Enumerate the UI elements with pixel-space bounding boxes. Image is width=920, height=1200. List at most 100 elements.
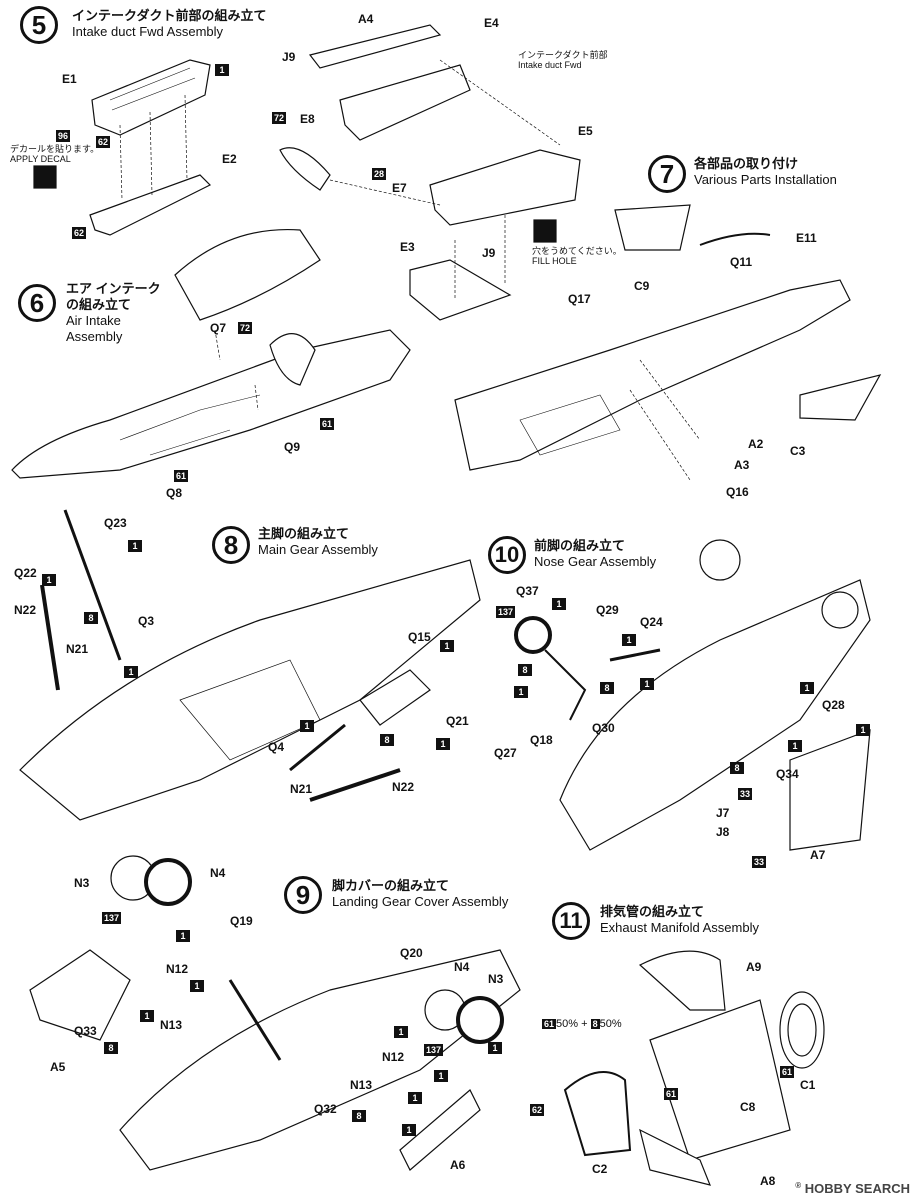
- part-label: E8: [300, 112, 315, 126]
- part-label: Q20: [400, 946, 423, 960]
- paint-code: 33: [738, 788, 753, 800]
- step-number: 6: [18, 284, 56, 322]
- paint-code: 1: [788, 740, 802, 752]
- part-label: A7: [810, 848, 826, 862]
- part-label: A4: [358, 12, 374, 26]
- part-label: A5: [50, 1060, 66, 1074]
- paint-code: 72: [238, 322, 253, 334]
- paint-code: 33: [752, 856, 767, 868]
- part-label: Q7: [210, 321, 227, 335]
- part-label: Q4: [268, 740, 285, 754]
- paint-code: 8: [380, 734, 394, 746]
- step-number: 9: [284, 876, 322, 914]
- step-number: 8: [212, 526, 250, 564]
- step-title: 前脚の組み立て Nose Gear Assembly: [534, 538, 656, 570]
- hobby-search-watermark: ® HOBBY SEARCH: [795, 1181, 910, 1196]
- step-number: 5: [20, 6, 58, 44]
- paint-code: 1: [640, 678, 654, 690]
- step-title-en: Landing Gear Cover Assembly: [332, 894, 509, 909]
- paint-code: 1: [190, 980, 204, 992]
- part-label: E5: [578, 124, 593, 138]
- paint-code: 137: [424, 1044, 444, 1056]
- intake-fwd-note-en: Intake duct Fwd: [518, 60, 582, 70]
- decal-note: デカールを貼ります。 APPLY DECAL: [10, 144, 99, 164]
- mix-text-tail: 50%: [599, 1018, 622, 1030]
- step-title: 脚カバーの組み立て Landing Gear Cover Assembly: [332, 878, 508, 910]
- paint-code: 61: [542, 1019, 557, 1029]
- step-title-jp: の組み立て: [66, 297, 132, 312]
- part-label: N21: [290, 782, 313, 796]
- part-label: J9: [482, 246, 496, 260]
- part-label: Q27: [494, 746, 517, 760]
- paint-code: 1: [622, 634, 636, 646]
- part-label: Q9: [284, 440, 301, 454]
- part-label: N4: [454, 960, 470, 974]
- part-label: J7: [716, 806, 730, 820]
- part-label: Q34: [776, 767, 799, 781]
- paint-code: 1: [176, 930, 190, 942]
- paint-code: 8: [84, 612, 98, 624]
- part-label: E7: [392, 181, 407, 195]
- paint-code: 1: [402, 1124, 416, 1136]
- part-label: Q23: [104, 516, 127, 530]
- part-label: N13: [160, 1018, 183, 1032]
- fill-hole-note: 穴をうめてください。 FILL HOLE: [532, 246, 622, 266]
- part-label: Q28: [822, 698, 845, 712]
- paint-code: 1: [488, 1042, 502, 1054]
- step-title-jp: エア インテーク: [66, 281, 161, 296]
- paint-code: 1: [140, 1010, 154, 1022]
- step-title-en: Nose Gear Assembly: [534, 554, 657, 569]
- step8-drawing: [19, 509, 481, 821]
- paint-code: 1: [408, 1092, 422, 1104]
- step6-drawing: [11, 228, 411, 479]
- part-label: A2: [748, 437, 764, 451]
- paint-code: 62: [72, 227, 87, 239]
- paint-code: 8: [104, 1042, 118, 1054]
- step-number: 10: [488, 536, 526, 574]
- part-label: N22: [392, 780, 415, 794]
- step5-drawing: [33, 24, 581, 321]
- part-label: N3: [74, 876, 90, 890]
- paint-code: 1: [300, 720, 314, 732]
- part-label: N22: [14, 603, 37, 617]
- part-label: N13: [350, 1078, 373, 1092]
- step9-drawing: [29, 855, 521, 1171]
- paint-code: 1: [856, 724, 870, 736]
- step10-drawing: [514, 539, 871, 851]
- step-title-jp: 各部品の取り付け: [694, 156, 799, 171]
- part-label: N4: [210, 866, 226, 880]
- paint-code: 1: [800, 682, 814, 694]
- step-title: インテークダクト前部の組み立て Intake duct Fwd Assembly: [72, 8, 266, 40]
- part-label: Q29: [596, 603, 619, 617]
- part-label: Q21: [446, 714, 469, 728]
- paint-code: 96: [56, 130, 71, 142]
- fill-hole-note-jp: 穴をうめてください。: [532, 246, 622, 256]
- step-title-en: Various Parts Installation: [694, 172, 837, 187]
- part-label: C9: [634, 279, 650, 293]
- step-number: 7: [648, 155, 686, 193]
- part-label: N12: [166, 962, 189, 976]
- watermark-brand: HOBBY SEARCH: [804, 1181, 910, 1196]
- step-title: 排気管の組み立て Exhaust Manifold Assembly: [600, 904, 759, 936]
- part-label: Q37: [516, 584, 539, 598]
- step-title-en: Main Gear Assembly: [258, 542, 378, 557]
- part-label: C8: [740, 1100, 756, 1114]
- paint-code: 1: [514, 686, 528, 698]
- part-label: Q3: [138, 614, 155, 628]
- paint-code: 137: [102, 912, 122, 924]
- intake-fwd-note-jp: インテークダクト前部: [518, 50, 608, 60]
- part-label: J8: [716, 825, 730, 839]
- paint-code: 61: [664, 1088, 679, 1100]
- part-label: N12: [382, 1050, 405, 1064]
- paint-code: 62: [96, 136, 111, 148]
- step7-drawing: [454, 204, 882, 481]
- mix-text: 50% +: [556, 1018, 591, 1030]
- part-label: C1: [800, 1078, 816, 1092]
- part-label: A3: [734, 458, 750, 472]
- part-label: Q22: [14, 566, 37, 580]
- part-label: E2: [222, 152, 237, 166]
- paint-code: 61: [320, 418, 335, 430]
- step-title: 主脚の組み立て Main Gear Assembly: [258, 526, 378, 558]
- paint-code: 8: [590, 1019, 600, 1029]
